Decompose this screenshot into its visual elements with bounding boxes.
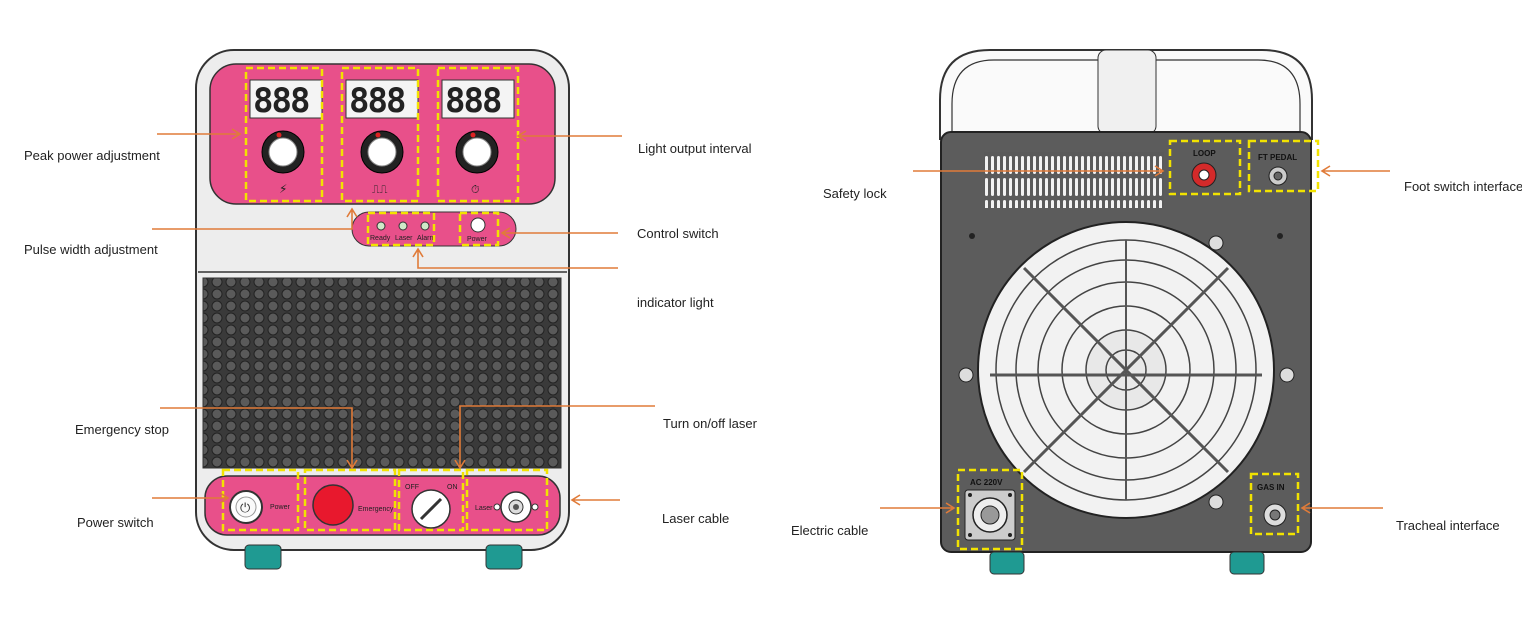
ready-label: Ready [370, 235, 391, 242]
pulse-width-callout: Pulse width adjustment [24, 242, 158, 257]
electric-cable-socket[interactable] [964, 489, 1016, 541]
alarm-label: Alarm [417, 235, 435, 242]
highlight-pulse-width [340, 66, 420, 203]
tracheal-callout: Tracheal interface [1396, 518, 1500, 533]
alarm-led [420, 221, 430, 231]
display-2-digits: 888 [349, 81, 405, 121]
front-view: 888 888 888 ⚡ ⎍⎍ ⏱ [195, 49, 570, 570]
highlight-power-switch [221, 468, 300, 532]
highlight-light-interval [436, 66, 520, 203]
peak-power-knob[interactable] [261, 130, 305, 174]
off-label: OFF [405, 484, 419, 491]
highlight-gas-in [1249, 472, 1300, 536]
highlight-safety-lock [1168, 139, 1242, 196]
light-interval-callout: Light output interval [638, 141, 752, 156]
highlight-electric-cable [956, 468, 1024, 551]
knob-indicator-dot [470, 132, 476, 138]
emergency-stop-callout: Emergency stop [75, 422, 169, 437]
emergency-label: Emergency [358, 506, 394, 513]
laser-indicator-label: Laser [395, 235, 413, 242]
display-2: 888 [345, 79, 419, 121]
pulse-width-knob[interactable] [360, 130, 404, 174]
laser-cable-callout: Laser cable [662, 511, 729, 526]
front-grille [202, 277, 562, 469]
power-switch-button[interactable]: ⏻ [229, 490, 263, 524]
front-callouts: Peak power adjustment Pulse width adjust… [24, 128, 758, 530]
back-foot-left [989, 551, 1025, 575]
back-foot-right [1229, 551, 1265, 575]
highlight-indicators [366, 211, 436, 247]
knob-indicator-dot [276, 132, 282, 138]
loop-label: LOOP [1193, 149, 1216, 158]
control-switch-button[interactable] [470, 217, 486, 233]
back-handle-tab [1097, 49, 1157, 135]
foot-switch-callout: Foot switch interface [1404, 179, 1522, 194]
ready-led [376, 221, 386, 231]
highlight-control-switch [458, 211, 500, 247]
laser-key-switch[interactable] [411, 489, 451, 529]
knob-indicator-dot [375, 132, 381, 138]
emergency-stop-button[interactable] [312, 484, 354, 526]
control-switch-callout: Control switch [637, 226, 719, 241]
highlight-emergency [303, 468, 397, 532]
indicator-light-callout: indicator light [637, 295, 714, 310]
pulse-icon: ⎍⎍ [372, 183, 388, 196]
control-power-label: Power [467, 236, 488, 243]
back-vents [984, 152, 1164, 208]
highlight-foot-switch [1247, 139, 1320, 193]
timer-icon: ⏱ [471, 183, 480, 196]
ac-220v-label: AC 220V [970, 478, 1003, 487]
light-interval-knob[interactable] [455, 130, 499, 174]
cooling-fan [977, 221, 1275, 519]
laser-cable-connector[interactable] [493, 491, 539, 523]
safety-lock-connector[interactable] [1191, 162, 1217, 188]
foot-switch-connector[interactable] [1268, 166, 1288, 186]
display-1-digits: 888 [253, 81, 309, 121]
gas-in-connector[interactable] [1263, 503, 1287, 527]
turn-on-off-callout: Turn on/off laser [663, 416, 758, 431]
highlight-peak-power [244, 66, 324, 203]
laser-cable-label: Laser [475, 505, 493, 512]
ft-pedal-label: FT PEDAL [1258, 153, 1297, 162]
highlight-key-switch [397, 468, 465, 532]
lightning-icon: ⚡ [279, 182, 287, 196]
gas-in-label: GAS IN [1257, 483, 1285, 492]
back-view: LOOP FT PEDAL AC 220V GAS IN [939, 49, 1320, 575]
on-label: ON [447, 484, 458, 491]
display-3: 888 [441, 79, 515, 121]
display-1: 888 [249, 79, 323, 121]
safety-lock-callout: Safety lock [823, 186, 887, 201]
highlight-laser-cable [465, 468, 549, 532]
peak-power-callout: Peak power adjustment [24, 148, 160, 163]
electric-cable-callout: Electric cable [791, 523, 868, 538]
power-switch-callout: Power switch [77, 515, 154, 530]
back-callouts: Safety lock Foot switch interface Electr… [791, 165, 1522, 538]
laser-led [398, 221, 408, 231]
bottom-control-panel [204, 475, 561, 536]
front-foot-left [244, 544, 282, 570]
power-label: Power [270, 504, 291, 511]
front-foot-right [485, 544, 523, 570]
display-3-digits: 888 [445, 81, 501, 121]
power-icon: ⏻ [240, 501, 250, 516]
